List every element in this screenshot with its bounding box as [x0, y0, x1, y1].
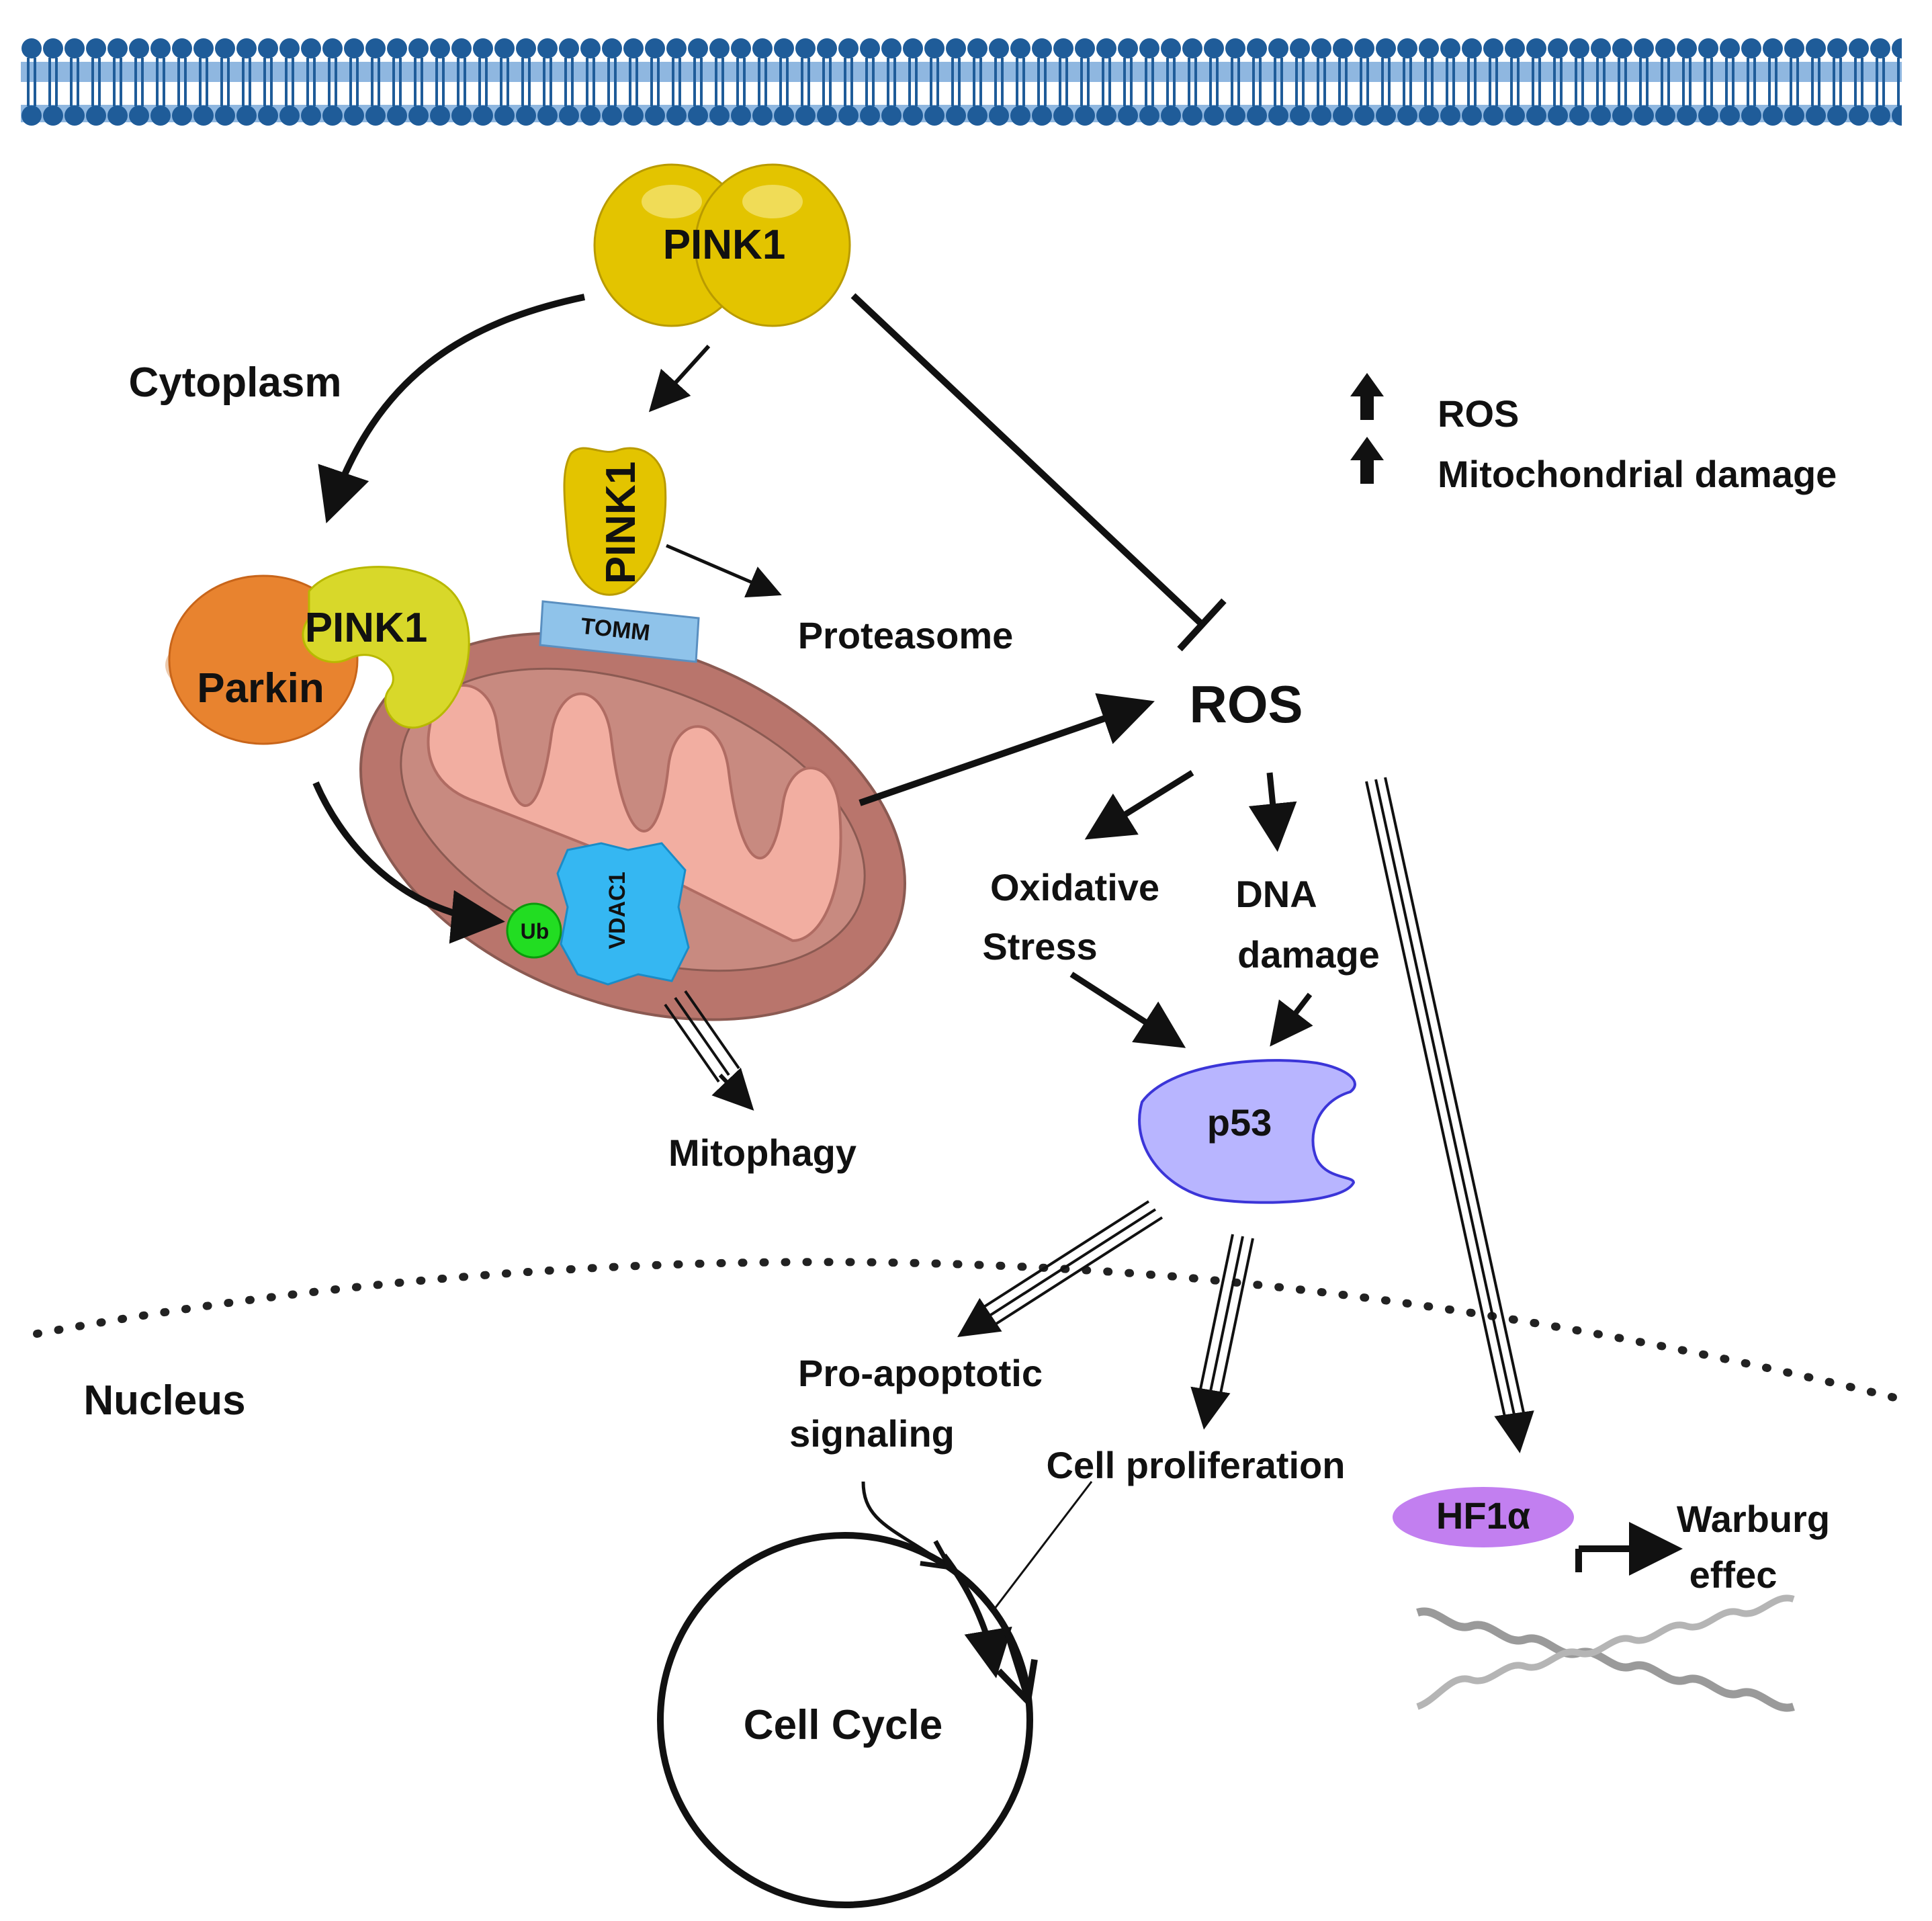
parkin-pink1-complex: [165, 566, 470, 745]
mitophagy-label: Mitophagy: [668, 1132, 857, 1174]
arrow-to-proapoptotic: [957, 1297, 1002, 1337]
up-arrow-icon: [1350, 437, 1384, 484]
legend-icons: [1350, 373, 1384, 484]
arrow-pink1-to-proteasome: [666, 544, 782, 598]
cell-cycle-circle: [657, 1532, 1033, 1908]
cell-cycle-label: Cell Cycle: [744, 1702, 942, 1748]
triple-arrows: [664, 777, 1534, 1453]
arrow-mito-to-ros: [859, 693, 1155, 806]
vdac1-channel: [556, 842, 690, 986]
arrow-to-mitophagy: [711, 1067, 754, 1111]
pathway-arrows: [312, 293, 1669, 1697]
p53-label: p53: [1207, 1101, 1272, 1144]
up-arrow-icon: [1350, 373, 1384, 420]
arrow-pink1-to-membrane: [648, 344, 711, 413]
nucleus-label: Nucleus: [83, 1377, 245, 1424]
pink1-dimer-label: PINK1: [663, 222, 786, 268]
arrow-ros-to-dna: [1248, 772, 1297, 852]
legend-ros-label: ROS: [1438, 392, 1519, 435]
pink1-dimer: [593, 163, 851, 327]
arrow-to-hif: [1494, 1410, 1534, 1453]
arrow-parkin-to-ub: [312, 781, 505, 944]
arrow-proliferation-to-cellcycle: [993, 1481, 1093, 1610]
arrow-cellcycle-bend: [992, 1608, 1026, 1697]
cell-proliferation-label: Cell proliferation: [1047, 1444, 1346, 1486]
cell-membrane: [21, 27, 1902, 134]
proapoptotic-label-2: signaling: [789, 1412, 955, 1455]
ub-label: Ub: [521, 919, 550, 943]
ubiquitin: [506, 902, 562, 959]
arrow-oxidative-to-p53: [1069, 972, 1186, 1048]
pink1-membrane: [563, 447, 667, 596]
inhibit-pink1-to-ros: [850, 293, 1205, 628]
bar-hif-warburg: [1575, 1549, 1669, 1572]
warburg-label: Warburg: [1677, 1498, 1830, 1540]
nuclear-envelope: [33, 1258, 1912, 1405]
cytoplasm-label: Cytoplasm: [129, 359, 342, 406]
legend-mito-label: Mitochondrial damage: [1438, 453, 1837, 495]
oxidative-stress-label: Oxidative: [990, 866, 1159, 908]
warburg-label-2: effec: [1689, 1553, 1777, 1596]
mitochondrion: [359, 632, 906, 1021]
p53-protein: [1138, 1059, 1356, 1204]
dna-helix: [1416, 1594, 1795, 1712]
arrow-dna-to-p53: [1270, 992, 1313, 1047]
arrow-proapoptotic-to-cellcycle: [861, 1481, 947, 1566]
proapoptotic-label: Pro-apoptotic: [798, 1352, 1043, 1394]
arrow-to-proliferation: [1190, 1386, 1231, 1430]
vdac1-label: VDAC1: [605, 871, 630, 949]
dna-damage-label-2: damage: [1237, 933, 1380, 976]
hif-label: HF1α: [1436, 1494, 1530, 1537]
inhibit-bar: [1177, 598, 1227, 652]
pink1-membrane-label: PINK1: [598, 462, 644, 585]
proteasome-label: Proteasome: [798, 614, 1014, 656]
pink1-parkin-label: PINK1: [305, 605, 428, 651]
parkin-label: Parkin: [197, 665, 324, 712]
tomm-complex: [539, 600, 700, 663]
oxidative-stress-label-2: Stress: [982, 925, 1097, 968]
arrow-pink1-to-parkin: [318, 294, 586, 523]
hif1a-protein: [1393, 1487, 1574, 1547]
arrow-ros-to-oxidative: [1084, 770, 1194, 840]
dna-damage-label: DNA: [1235, 873, 1317, 915]
arc-cellcycle-in: [941, 1553, 1012, 1678]
ros-label: ROS: [1189, 675, 1303, 734]
